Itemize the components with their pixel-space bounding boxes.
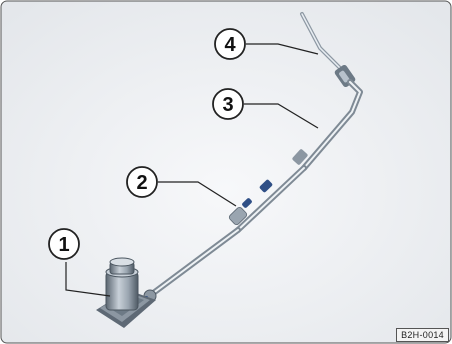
leader-line-4	[246, 43, 319, 55]
jack	[96, 257, 156, 328]
extension-rod	[228, 165, 307, 233]
callout-3: 3	[212, 88, 244, 120]
blue-coupling	[242, 198, 252, 208]
leader-lines	[65, 43, 319, 297]
callout-number: 1	[58, 234, 69, 256]
callout-1: 1	[48, 228, 80, 260]
callout-4: 4	[214, 28, 246, 60]
leader-line-2	[158, 181, 237, 207]
figure-reference-code: B2H-0014	[396, 328, 449, 342]
blue-coupling	[259, 179, 273, 193]
rod-section	[292, 79, 363, 171]
leader-line-3	[244, 103, 319, 129]
callout-number: 4	[224, 34, 236, 56]
callout-2: 2	[126, 166, 158, 198]
leader-line-1	[65, 262, 111, 297]
callout-number: 3	[222, 94, 233, 116]
callout-number: 2	[136, 172, 147, 194]
